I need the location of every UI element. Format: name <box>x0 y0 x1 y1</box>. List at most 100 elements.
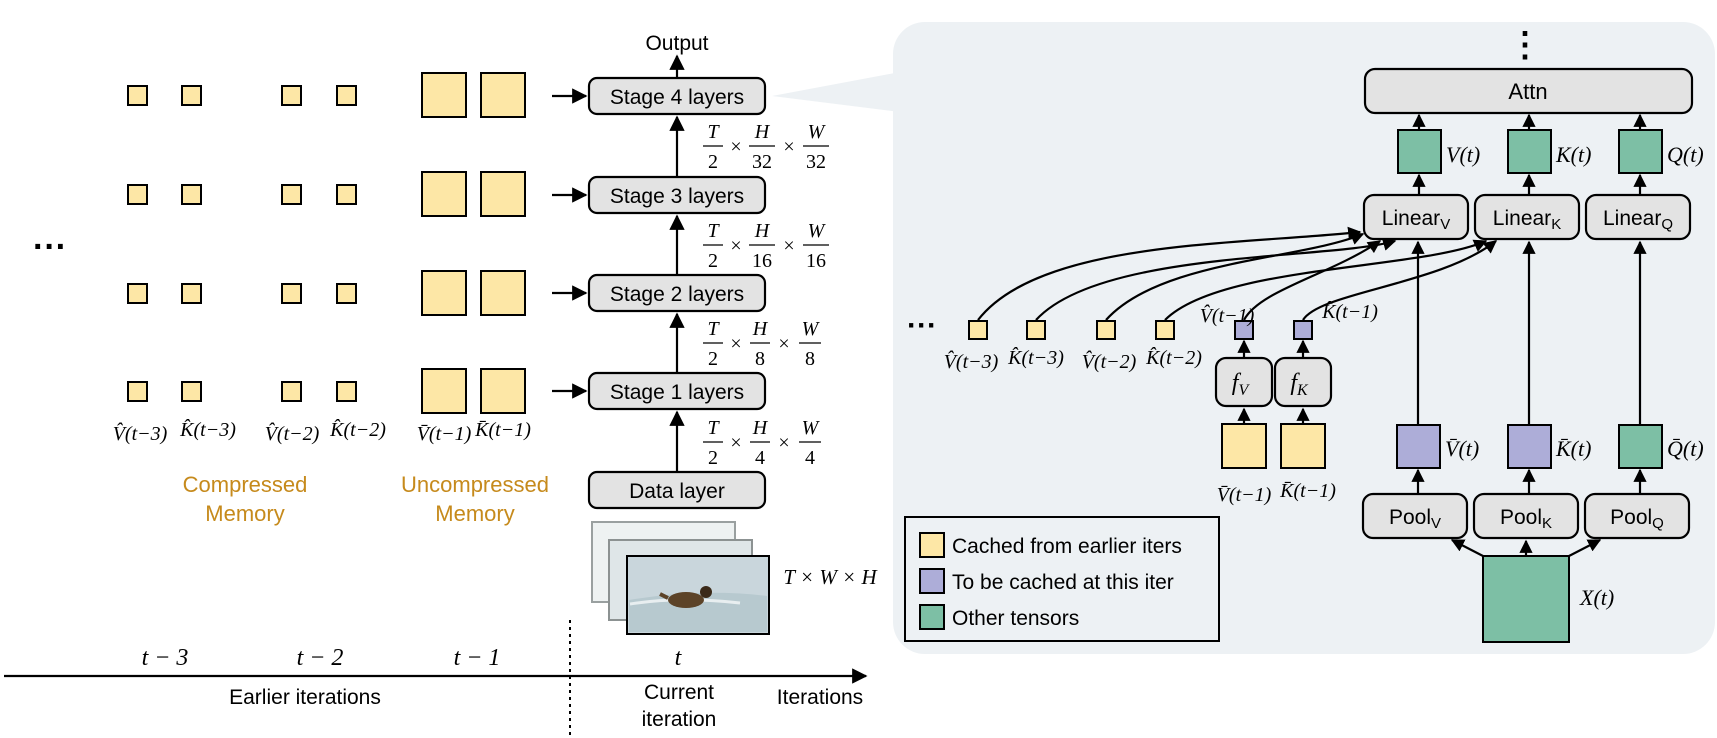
fk-label: f <box>1290 370 1300 396</box>
pool-q-label: Pool <box>1610 506 1652 529</box>
memory-cell <box>181 283 202 304</box>
dims-stage1: T 2 × H 4 × W 4 <box>703 417 821 469</box>
dim-num: T <box>707 318 720 340</box>
prev-v-tensor <box>1221 423 1267 469</box>
linear-k-box: LinearK <box>1473 193 1581 241</box>
prev-v-label: V̄(t−1) <box>1217 484 1272 506</box>
memory-cell <box>336 283 357 304</box>
stage-4-label: Stage 4 layers <box>610 86 744 109</box>
stage-1-label: Stage 1 layers <box>610 381 744 404</box>
pool-v-sub: V <box>1431 515 1441 532</box>
memory-cell <box>181 85 202 106</box>
dim-den: 2 <box>708 348 718 370</box>
linear-q-box: LinearQ <box>1584 193 1692 241</box>
pool-k-sub: K <box>1542 515 1552 532</box>
svg-text:LinearV: LinearV <box>1382 207 1450 233</box>
stage-3-label: Stage 3 layers <box>610 185 744 208</box>
legend-other-label: Other tensors <box>952 607 1079 630</box>
dim-den: 2 <box>708 151 718 173</box>
pooled-v-tensor <box>1396 424 1441 469</box>
stage-3-box: Stage 3 layers <box>587 175 767 215</box>
arrow <box>1568 539 1602 557</box>
linear-q-label: Linear <box>1603 207 1661 230</box>
compressed-memory-line2: Memory <box>205 501 284 526</box>
fk-box: fK <box>1273 356 1333 408</box>
curve <box>1035 237 1397 321</box>
svg-text:PoolK: PoolK <box>1500 506 1552 532</box>
cached-k-t3 <box>1026 320 1046 340</box>
memory-cell <box>127 85 148 106</box>
legend-cached-label: Cached from earlier iters <box>952 535 1182 558</box>
fv-sub: V <box>1238 382 1250 399</box>
curve <box>1164 239 1488 321</box>
dims-stage2: T 2 × H 8 × W 8 <box>703 318 821 370</box>
dim-den: 16 <box>806 250 826 272</box>
dim-times: × <box>730 333 741 355</box>
q-label: Q(t) <box>1667 142 1704 167</box>
dim-den: 16 <box>752 250 772 272</box>
memory-cell <box>480 72 526 118</box>
data-layer-box: Data layer <box>587 470 767 510</box>
new-k-t1 <box>1293 320 1313 340</box>
memory-cell <box>421 171 467 217</box>
compressed-memory-line1: Compressed <box>183 472 308 497</box>
dog-image <box>668 592 704 608</box>
memory-cell <box>421 368 467 414</box>
svg-text:PoolQ: PoolQ <box>1610 506 1664 532</box>
memory-cell <box>480 270 526 316</box>
dim-den: 4 <box>805 447 815 469</box>
attn-box: Attn <box>1363 67 1694 115</box>
dim-num: W <box>802 318 821 340</box>
dim-num: W <box>808 220 827 242</box>
stage-1-box: Stage 1 layers <box>587 371 767 411</box>
legend-to-be-cached-label: To be cached at this iter <box>952 571 1174 594</box>
earlier-iterations-label: Earlier iterations <box>229 686 381 709</box>
fv-box: fV <box>1214 356 1274 408</box>
cached-k-t2 <box>1155 320 1175 340</box>
right-ellipsis: ··· <box>907 309 937 342</box>
memory-cell <box>281 283 302 304</box>
cached-v-t3 <box>968 320 988 340</box>
tick-t-2: t − 2 <box>297 645 344 671</box>
svg-text:LinearQ: LinearQ <box>1603 207 1673 233</box>
new-label: V̂(t−1) <box>1200 304 1255 327</box>
memory-cell <box>281 184 302 205</box>
zoom-callout <box>772 72 900 112</box>
dim-num: T <box>707 220 720 242</box>
v-tensor <box>1397 129 1442 174</box>
dim-times: × <box>730 235 741 257</box>
current-iteration-line1: Current <box>644 681 714 704</box>
dim-num: H <box>752 318 769 340</box>
linear-v-box: LinearV <box>1362 193 1470 241</box>
memory-cell <box>480 171 526 217</box>
dim-den: 8 <box>805 348 815 370</box>
svg-text:fV: fV <box>1232 370 1251 399</box>
linear-q-sub: Q <box>1661 216 1673 233</box>
dim-num: H <box>754 220 771 242</box>
dim-times: × <box>778 432 789 454</box>
memory-labels: V̂(t−3) K̂(t−3) V̂(t−2) K̂(t−2) V̄(t−1) … <box>113 418 531 445</box>
pooled-q-tensor <box>1618 424 1663 469</box>
legend: Cached from earlier iters To be cached a… <box>904 516 1220 642</box>
pool-v-label: Pool <box>1389 506 1431 529</box>
tick-t-1: t − 1 <box>454 645 501 671</box>
dim-times: × <box>778 333 789 355</box>
iterations-label: Iterations <box>777 686 863 709</box>
prev-k-tensor <box>1280 423 1326 469</box>
fk-sub: K <box>1296 382 1309 399</box>
dim-times: × <box>783 136 794 158</box>
arrow <box>1450 539 1484 557</box>
dim-num: H <box>752 417 769 439</box>
dim-num: W <box>802 417 821 439</box>
dim-den: 2 <box>708 250 718 272</box>
dim-den: 2 <box>708 447 718 469</box>
mem-label: V̄(t−1) <box>417 423 472 445</box>
legend-swatch-cached <box>919 532 945 558</box>
memory-cell <box>181 381 202 402</box>
cached-label: V̂(t−3) <box>944 350 999 373</box>
mem-label: V̂(t−2) <box>265 422 320 445</box>
dim-num: H <box>754 121 771 143</box>
stage-2-label: Stage 2 layers <box>610 283 744 306</box>
pool-v-box: PoolV <box>1361 492 1469 540</box>
